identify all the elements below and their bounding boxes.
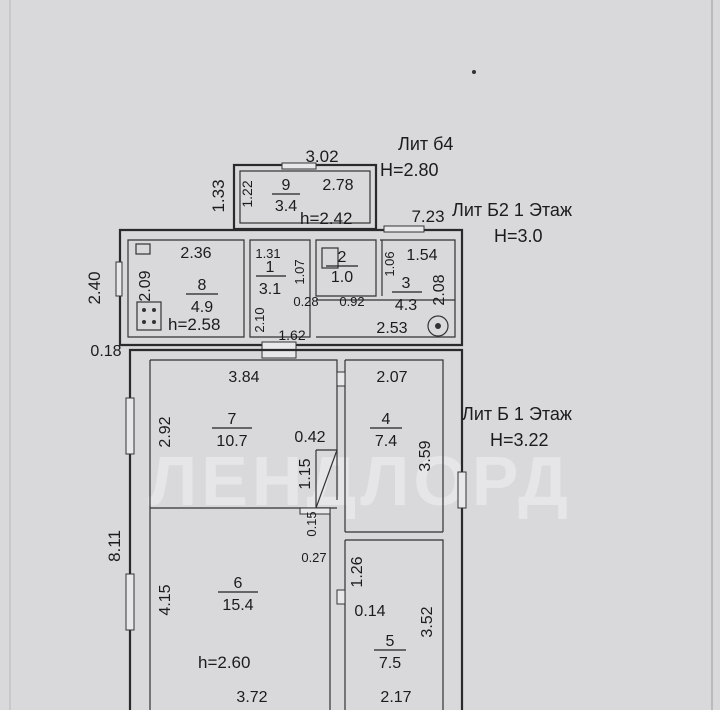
room-3-number: 3 bbox=[402, 275, 411, 292]
dimension-label: 2.78 bbox=[322, 177, 353, 194]
dimension-label: 1.54 bbox=[406, 247, 437, 264]
room-2-area: 1.0 bbox=[331, 269, 353, 286]
section-lit-b2-name: Лит Б2 1 Этаж bbox=[452, 200, 572, 220]
dimension-label: 1.15 bbox=[297, 458, 314, 489]
dimension-label: 2.53 bbox=[376, 320, 407, 337]
dimension-label: 8.11 bbox=[105, 530, 124, 562]
dimension-label: 0.27 bbox=[301, 550, 326, 565]
dimension-label: 1.26 bbox=[349, 556, 366, 587]
section-lit-b4-name: Лит б4 bbox=[398, 134, 453, 154]
dimension-label: 1.62 bbox=[278, 327, 305, 343]
room-9-area: 3.4 bbox=[275, 198, 297, 215]
room-4-area: 7.4 bbox=[375, 433, 397, 450]
dimension-label: 1.31 bbox=[255, 246, 280, 261]
dimension-label: 2.92 bbox=[157, 416, 174, 447]
dimension-label: 3.52 bbox=[419, 606, 436, 637]
room-5-area: 7.5 bbox=[379, 655, 401, 672]
dimension-label: 0.92 bbox=[339, 294, 364, 309]
sink-icon bbox=[135, 243, 151, 255]
room-3-area: 4.3 bbox=[395, 297, 417, 314]
dimension-label: 3.59 bbox=[417, 440, 434, 471]
dimension-label: 2.07 bbox=[376, 369, 407, 386]
section-lit-b2-height: H=3.0 bbox=[494, 226, 543, 246]
dimension-label: 0.14 bbox=[354, 603, 385, 620]
dimension-label: 1.06 bbox=[382, 251, 397, 276]
dimension-label: 3.84 bbox=[228, 369, 259, 386]
dimension-label: 2.10 bbox=[252, 307, 267, 332]
dimension-label: 0.28 bbox=[293, 294, 318, 309]
room-9-height: h=2.42 bbox=[300, 209, 352, 228]
dimension-label: 2.40 bbox=[85, 271, 104, 304]
dot-mark bbox=[472, 70, 476, 74]
dimension-label: 4.15 bbox=[157, 584, 174, 615]
dimension-label: 2.09 bbox=[137, 270, 154, 301]
room-1-area: 3.1 bbox=[259, 281, 281, 298]
room-6-area: 15.4 bbox=[222, 597, 253, 614]
room-6-height: h=2.60 bbox=[198, 653, 250, 672]
room-8-height: h=2.58 bbox=[168, 315, 220, 334]
room-1-number: 1 bbox=[266, 259, 275, 276]
room-5-number: 5 bbox=[386, 633, 395, 650]
dimension-label: 0.15 bbox=[304, 511, 319, 536]
boiler-icon bbox=[427, 315, 449, 337]
section-lit-b4-height: H=2.80 bbox=[380, 160, 439, 180]
room-6-number: 6 bbox=[234, 575, 243, 592]
toilet-icon bbox=[321, 247, 339, 269]
dimension-label: 3.72 bbox=[236, 689, 267, 706]
dimension-label: 2.36 bbox=[180, 245, 211, 262]
dimension-label: 1.22 bbox=[239, 180, 255, 207]
watermark: ЛЕНДЛОРД bbox=[148, 442, 572, 520]
dimension-label: 3.02 bbox=[305, 147, 338, 166]
room-8-area: 4.9 bbox=[191, 299, 213, 316]
stove-icon bbox=[136, 301, 162, 331]
section-lit-b-name: Лит Б 1 Этаж bbox=[462, 404, 572, 424]
room-9-number: 9 bbox=[282, 177, 291, 194]
room-2-number: 2 bbox=[338, 249, 347, 266]
dimension-label: 2.17 bbox=[380, 689, 411, 706]
room-7-number: 7 bbox=[228, 411, 237, 428]
section-lit-b-height: H=3.22 bbox=[490, 430, 549, 450]
dimension-label: 7.23 bbox=[411, 207, 444, 226]
lit-b-walls bbox=[125, 348, 467, 710]
room-7-area: 10.7 bbox=[216, 433, 247, 450]
dimension-label: 1.33 bbox=[209, 179, 228, 212]
room-8-number: 8 bbox=[198, 277, 207, 294]
dimension-label: 0.18 bbox=[90, 343, 121, 360]
dimension-label: 2.08 bbox=[431, 274, 448, 305]
dimension-label: 0.42 bbox=[294, 429, 325, 446]
dimension-label: 1.07 bbox=[292, 259, 307, 284]
room-4-number: 4 bbox=[382, 411, 391, 428]
